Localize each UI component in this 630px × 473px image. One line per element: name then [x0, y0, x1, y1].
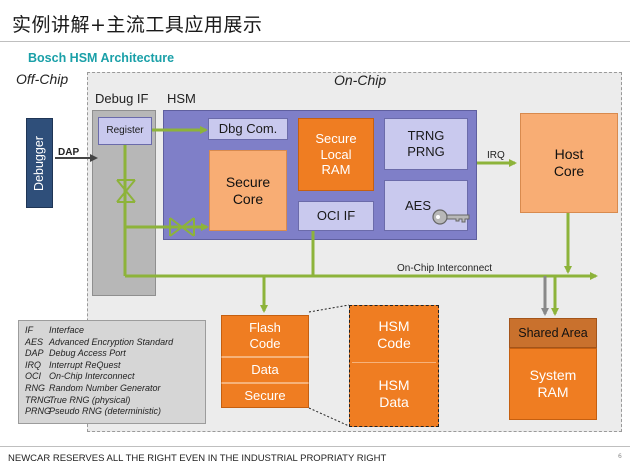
footer-notice: NEWCAR RESERVES ALL THE RIGHT EVEN IN TH… — [8, 453, 387, 464]
secure-local-ram-block: Secure Local RAM — [298, 118, 374, 191]
glossary-text: True RNG (physical) — [49, 394, 131, 405]
shared-area-block: Shared Area — [509, 318, 597, 348]
key-icon — [432, 209, 470, 225]
interconnect-label: On-Chip Interconnect — [397, 263, 493, 274]
glossary-abbr: DAP — [25, 348, 44, 359]
diagram-subtitle: Bosch HSM Architecture — [28, 51, 175, 65]
glossary-row: IF Interface — [25, 325, 199, 337]
glossary-panel: IF Interface AES Advanced Encryption Stand… — [18, 320, 206, 424]
flash-secure-block: Secure — [221, 383, 309, 408]
glossary-text: Debug Access Port — [49, 348, 126, 359]
glossary-row: RNG Random Number Generator — [25, 383, 199, 395]
glossary-text: Pseudo RNG (deterministic) — [49, 406, 162, 417]
crossbar-switch-icon — [116, 179, 136, 203]
glossary-text: Interface — [49, 325, 85, 335]
glossary-abbr: RNG — [25, 382, 45, 393]
crossbar-switch-icon — [169, 217, 195, 237]
glossary-row: OCI On-Chip Interconnect — [25, 371, 199, 383]
secure-core-block: Secure Core — [209, 150, 287, 231]
glossary-abbr: OCI — [25, 371, 42, 382]
hsm-code-block: HSM Code — [352, 308, 436, 363]
glossary-text: On-Chip Interconnect — [49, 371, 135, 382]
hsm-data-block: HSM Data — [352, 364, 436, 424]
register-block: Register — [98, 117, 152, 145]
page-title: 实例讲解+主流工具应用展示 — [12, 14, 263, 36]
on-chip-label: On-Chip — [334, 72, 387, 88]
dap-label: DAP — [58, 147, 80, 158]
debugger-block: Debugger — [26, 118, 53, 208]
glossary-abbr: PRNG — [25, 406, 52, 417]
glossary-text: Random Number Generator — [49, 382, 161, 393]
footer-divider — [0, 446, 630, 447]
glossary-text: Interrupt ReQuest — [49, 359, 121, 370]
glossary-text: Advanced Encryption Standard — [49, 336, 174, 347]
title-divider — [0, 41, 630, 42]
flash-code-block: Flash Code — [221, 315, 309, 357]
debugger-label: Debugger — [32, 135, 46, 191]
glossary-abbr: IRQ — [25, 359, 42, 370]
page-number: 6 — [618, 453, 622, 460]
flash-data-block: Data — [221, 357, 309, 383]
oci-if-block: OCI IF — [298, 201, 374, 231]
glossary-abbr: IF — [25, 325, 33, 335]
irq-label: IRQ — [487, 150, 505, 161]
system-ram-block: System RAM — [509, 348, 597, 420]
dbg-com-block: Dbg Com. — [208, 118, 288, 140]
hsm-label: HSM — [167, 91, 196, 106]
aes-label: AES — [404, 197, 431, 213]
glossary-abbr: TRNG — [25, 394, 51, 405]
host-core-block: Host Core — [520, 113, 618, 213]
glossary-row: AES Advanced Encryption Standard — [25, 337, 199, 349]
debug-if-label: Debug IF — [95, 91, 149, 106]
glossary-abbr: AES — [25, 336, 44, 347]
aes-block: AES — [384, 180, 468, 231]
glossary-row: DAP Debug Access Port — [25, 348, 199, 360]
trng-prng-block: TRNG PRNG — [384, 118, 468, 170]
glossary-row: IRQ Interrupt ReQuest — [25, 360, 199, 372]
off-chip-label: Off-Chip — [16, 71, 69, 87]
